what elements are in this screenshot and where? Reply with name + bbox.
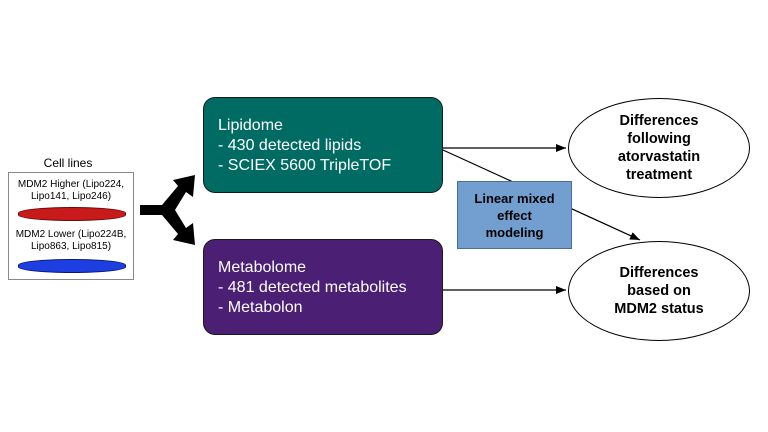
outcome1-line-3: atorvastatin (617, 149, 701, 165)
mdm2-lower-dish-icon (18, 259, 126, 273)
outcome1-line-1: Differences (619, 113, 699, 129)
cell-lines-title: Cell lines (43, 156, 93, 170)
metabolome-box: Metabolome - 481 detected metabolites - … (203, 239, 443, 335)
metabolome-detail-2: - Metabolon (218, 299, 303, 316)
lipidome-box: Lipidome - 430 detected lipids - SCIEX 5… (203, 97, 443, 193)
metabolome-title: Metabolome (218, 259, 307, 276)
outcome2-line-3: MDM2 status (614, 301, 704, 317)
lipidome-title: Lipidome (218, 117, 283, 134)
cell-lines-panel: MDM2 Higher (Lipo224, Lipo141, Lipo246) … (8, 172, 134, 280)
outcome2-line-2: based on (627, 283, 691, 299)
mdm2-lower-label-line1: MDM2 Lower (Lipo224B, (15, 229, 127, 240)
model-line-1: Linear mixed (474, 190, 555, 206)
model-line-3: modeling (485, 224, 544, 240)
split-arrow (140, 175, 195, 245)
outcome1-line-4: treatment (625, 167, 693, 183)
mdm2-higher-label-line2: Lipo141, Lipo246) (30, 191, 112, 202)
metabolome-detail-1: - 481 detected metabolites (218, 279, 407, 296)
model-line-2: effect (497, 207, 532, 223)
outcome2-line-1: Differences (619, 265, 699, 281)
outcome-atorvastatin-oval: Differences following atorvastatin treat… (568, 98, 750, 198)
mdm2-lower-label-line2: Lipo863, Lipo815) (30, 241, 112, 252)
mdm2-higher-dish-icon (18, 207, 126, 221)
outcome-mdm2-oval: Differences based on MDM2 status (568, 241, 750, 341)
lipidome-detail-2: - SCIEX 5600 TripleTOF (218, 157, 392, 174)
lipidome-detail-1: - 430 detected lipids (218, 137, 362, 154)
outcome1-line-2: following (627, 131, 691, 147)
linear-mixed-model-box: Linear mixed effect modeling (457, 181, 572, 249)
mdm2-higher-label-line1: MDM2 Higher (Lipo224, (17, 179, 125, 190)
